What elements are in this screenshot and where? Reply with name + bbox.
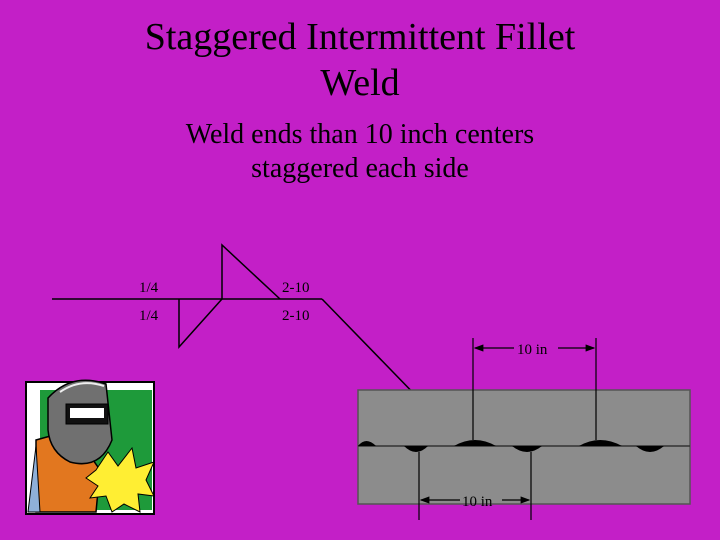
other-side-fillet-symbol	[178, 298, 223, 349]
weld-bead-top	[579, 440, 622, 446]
arrow-side-size-label: 1/4	[139, 280, 159, 296]
welder-clipart	[25, 379, 155, 515]
welder-arm	[27, 445, 41, 513]
helmet-lens-glare	[70, 408, 104, 418]
helmet-highlight	[59, 382, 105, 393]
weld-bead-top	[358, 441, 376, 446]
slide-subtitle: Weld ends than 10 inch centers staggered…	[0, 118, 720, 186]
top-dimension-label: 10 in	[517, 342, 548, 358]
weld-bead-top	[454, 440, 496, 446]
weld-bead-bottom	[636, 446, 664, 452]
slide-title: Staggered Intermittent Fillet Weld	[0, 14, 720, 106]
title-line-1: Staggered Intermittent Fillet	[144, 16, 576, 58]
other-side-size-label: 1/4	[139, 308, 159, 324]
welded-plate: 10 in 10 in	[357, 338, 691, 520]
subtitle-line-2: staggered each side	[251, 153, 469, 184]
arrow-side-fillet-symbol	[221, 243, 281, 300]
other-side-length-pitch-label: 2-10	[282, 308, 310, 324]
weld-bead-bottom	[512, 446, 542, 452]
bottom-dimension-label: 10 in	[462, 494, 493, 510]
title-line-2: Weld	[320, 62, 400, 104]
weld-symbol: 1/4 1/4 2-10 2-10	[52, 243, 461, 442]
spark-icon	[85, 446, 155, 513]
weld-bead-bottom	[404, 446, 428, 452]
arrow-side-length-pitch-label: 2-10	[282, 280, 310, 296]
subtitle-line-1: Weld ends than 10 inch centers	[185, 119, 535, 150]
